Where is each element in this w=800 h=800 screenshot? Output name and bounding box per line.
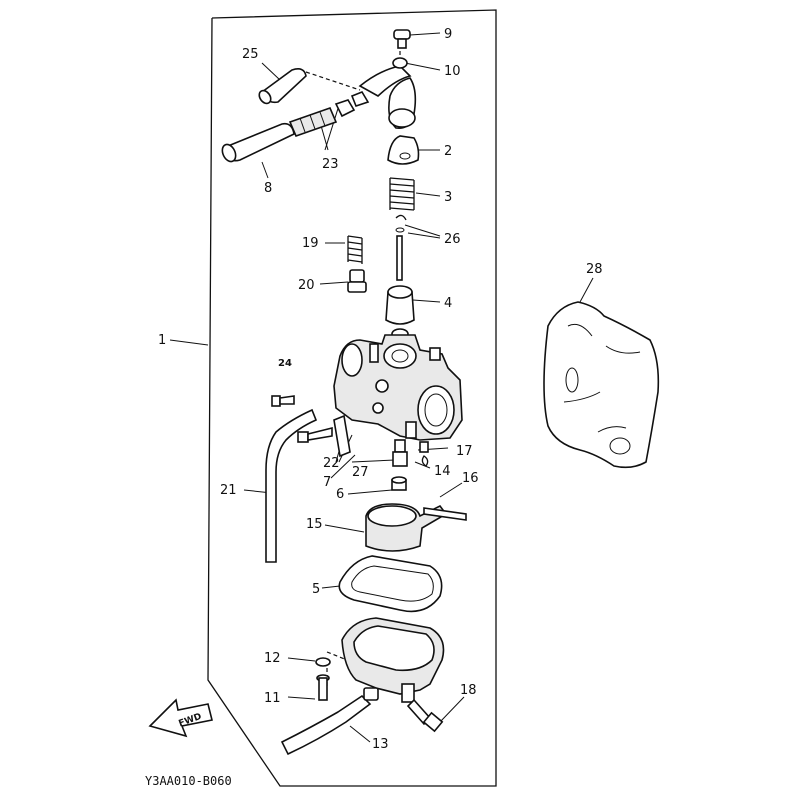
part-14-ring	[421, 455, 429, 467]
label-14: 14	[434, 464, 451, 479]
part-2-plate	[387, 135, 420, 165]
drawing-code: Y3AA010-B060	[145, 774, 232, 788]
part-12-washer	[315, 657, 331, 667]
part-11-screw	[316, 674, 330, 701]
part-26-needle	[395, 214, 407, 281]
label-20: 20	[298, 278, 315, 293]
label-17: 17	[456, 444, 473, 459]
label-6: 6	[336, 487, 344, 502]
part-5-gasket	[338, 555, 443, 613]
part-19-spring	[347, 235, 363, 264]
label-27: 27	[352, 465, 369, 480]
label-5: 5	[312, 582, 320, 597]
part-4-throttle-valve	[385, 285, 415, 340]
label-7: 7	[323, 475, 331, 490]
part-25-cap	[258, 68, 307, 105]
label-2: 2	[444, 144, 452, 159]
label-15: 15	[306, 517, 323, 532]
label-8: 8	[264, 181, 272, 196]
label-9: 9	[444, 27, 452, 42]
assembly-frame	[207, 9, 497, 787]
part-24-screw	[271, 395, 295, 407]
label-16: 16	[462, 471, 479, 486]
part-3-spring	[389, 177, 415, 211]
drain-fitting	[363, 687, 379, 701]
part-15-float	[365, 503, 448, 552]
label-22: 22	[323, 456, 340, 471]
float-bowl	[341, 617, 445, 703]
part-8-sleeve	[221, 122, 295, 163]
label-10: 10	[444, 64, 461, 79]
label-28: 28	[586, 262, 603, 277]
part-1-carburetor-body	[333, 334, 463, 441]
part-9-screw	[393, 29, 411, 49]
part-27-jet	[392, 439, 408, 467]
part-22-screws	[297, 414, 351, 458]
part-28-cover	[543, 301, 660, 469]
label-13: 13	[372, 737, 389, 752]
label-24: 24	[278, 358, 292, 369]
part-13-drain-hose	[280, 694, 372, 756]
part-18-screw	[406, 698, 444, 733]
label-11: 11	[264, 691, 281, 706]
label-21: 21	[220, 483, 237, 498]
label-12: 12	[264, 651, 281, 666]
label-3: 3	[444, 190, 452, 205]
label-4: 4	[444, 296, 452, 311]
part-10-washer	[392, 57, 408, 69]
label-23: 23	[322, 157, 339, 172]
part-20-screw	[347, 269, 367, 293]
label-26: 26	[444, 232, 461, 247]
part-23-adjuster	[288, 91, 370, 138]
part-6-jet	[391, 476, 407, 491]
part-16-pin	[423, 507, 467, 521]
fwd-arrow-icon: FWD	[148, 698, 213, 738]
part-labels: 9 10 2 3 26 4 25 23 8 19 20 1 24 21 22 7…	[158, 27, 603, 752]
label-18: 18	[460, 683, 477, 698]
part-17-jet	[419, 441, 429, 453]
label-1: 1	[158, 333, 166, 348]
label-19: 19	[302, 236, 319, 251]
cable-elbow	[358, 65, 417, 130]
label-25: 25	[242, 47, 259, 62]
part-21-hose	[265, 408, 318, 563]
